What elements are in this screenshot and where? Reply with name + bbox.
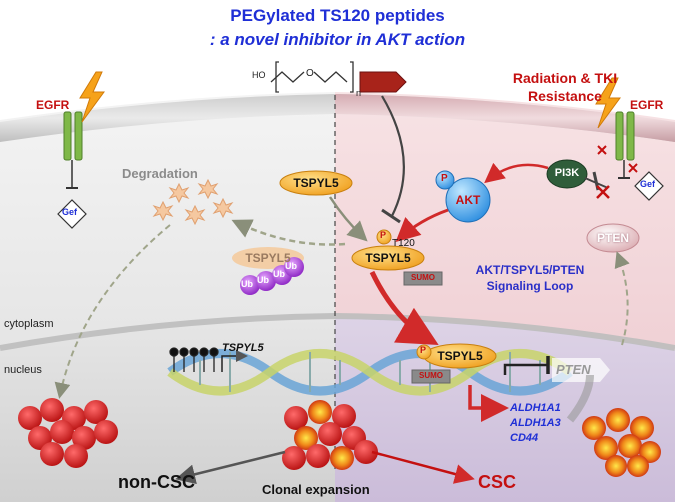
sumo-tag-mid bbox=[403, 271, 443, 286]
non-csc-cluster bbox=[18, 398, 118, 468]
degradation-fragments bbox=[152, 178, 234, 226]
ub-label-3: Ub bbox=[273, 269, 285, 279]
akt-phospho bbox=[435, 170, 455, 190]
tspyl5-mid-p-label: P bbox=[380, 230, 387, 240]
pi3k-to-akt-arrow bbox=[484, 162, 549, 184]
pten-node bbox=[586, 223, 640, 253]
peg-ho-label: HO bbox=[252, 70, 266, 80]
peg-o-label: O bbox=[306, 68, 314, 79]
cell-membrane-right bbox=[335, 94, 675, 142]
csc-cluster bbox=[582, 408, 661, 477]
ubiquitin-chain bbox=[240, 257, 304, 295]
resistance-line-1: Radiation & TKI bbox=[512, 70, 618, 86]
lightning-icon-right bbox=[595, 77, 621, 129]
gefitinib-drug-right bbox=[634, 171, 664, 201]
degradation-label: Degradation bbox=[122, 166, 198, 181]
gene-aldh1a1: ALDH1A1 bbox=[510, 402, 561, 414]
tspyl5-gene-label: TSPYL5 bbox=[222, 342, 264, 354]
tspyl5-label-faded: TSPYL5 bbox=[245, 251, 291, 265]
nucleus-label: nucleus bbox=[4, 364, 42, 376]
to-csc-arrow bbox=[371, 450, 475, 484]
tspyl5-nucleus-phospho bbox=[416, 344, 432, 360]
akt-p-label: P bbox=[441, 173, 448, 184]
ub-label-1: Ub bbox=[241, 279, 253, 289]
tspyl5-mid-phospho bbox=[376, 229, 392, 245]
left-degradation-to-cells-arrow bbox=[54, 224, 171, 399]
pten-repression-line bbox=[503, 363, 548, 375]
t120-label: T120 bbox=[392, 238, 415, 249]
gene-cd44: CD44 bbox=[510, 432, 539, 444]
egfr-receptor-right bbox=[615, 111, 635, 179]
tspyl5-label-mid: TSPYL5 bbox=[365, 251, 411, 265]
sumo-label-mid: SUMO bbox=[411, 273, 435, 282]
tspyl5-nucleus-p-label: P bbox=[420, 345, 427, 355]
egfr-label-right: EGFR bbox=[630, 98, 664, 112]
tspyl5-node-top bbox=[279, 170, 353, 196]
degradation-arrow bbox=[231, 219, 346, 246]
gene-aldh1a3: ALDH1A3 bbox=[510, 417, 561, 429]
gefitinib-drug-left bbox=[57, 199, 87, 229]
pten-gene-label: PTEN bbox=[556, 362, 591, 377]
loop-label-line-1: AKT/TSPYL5/PTEN bbox=[475, 263, 585, 277]
methylation-marks bbox=[169, 347, 219, 372]
peg-structure bbox=[270, 61, 354, 93]
csc-to-pten-arrow bbox=[566, 374, 594, 423]
pi3k-label: PI3K bbox=[554, 167, 580, 179]
peptide-arrow-shape bbox=[359, 71, 407, 93]
pten-label: PTEN bbox=[596, 231, 629, 245]
pten-feedback-arrow bbox=[614, 251, 630, 346]
ub-label-2: Ub bbox=[257, 275, 269, 285]
peptide-inhibition-line bbox=[381, 95, 405, 217]
egfr-receptor-left bbox=[63, 111, 83, 189]
tspyl5-gene-arrow bbox=[221, 350, 248, 372]
sumo-tag-nucleus bbox=[411, 369, 451, 384]
pten-x-mark bbox=[596, 185, 610, 199]
title-line-2: : a novel inhibitor in AKT action bbox=[209, 30, 466, 49]
tspyl5-label-top: TSPYL5 bbox=[293, 176, 339, 190]
peg-n-label: n bbox=[356, 88, 362, 98]
pi3k-node bbox=[546, 159, 588, 189]
tspyl5-label-nucleus: TSPYL5 bbox=[437, 349, 483, 363]
gef-label-right: Gef bbox=[640, 179, 656, 189]
akt-label: AKT bbox=[455, 193, 481, 207]
title-line-1: PEGylated TS120 peptides bbox=[230, 6, 445, 25]
egfr-label-left: EGFR bbox=[36, 98, 70, 112]
clonal-cluster bbox=[282, 400, 378, 470]
lightning-icon-left bbox=[79, 71, 105, 123]
csc-label: CSC bbox=[478, 472, 517, 492]
clonal-expansion-label: Clonal expansion bbox=[262, 482, 370, 497]
sumo-label-nucleus: SUMO bbox=[419, 371, 443, 380]
non-csc-label: non-CSC bbox=[118, 472, 195, 492]
egfr-x-mark bbox=[597, 145, 607, 155]
ub-label-4: Ub bbox=[285, 261, 297, 271]
gef-x-mark bbox=[628, 163, 638, 173]
to-non-csc-arrow bbox=[175, 450, 286, 485]
pten-gene-box bbox=[552, 358, 610, 382]
gef-label-left: Gef bbox=[62, 207, 78, 217]
tspyl5-translocation-arrow bbox=[369, 270, 439, 345]
gene-activation-arrow bbox=[468, 385, 509, 422]
cytoplasm-label: cytoplasm bbox=[4, 318, 54, 330]
akt-to-tspyl5-arrow bbox=[395, 208, 449, 243]
tspyl5-phosphorylation-arrow bbox=[328, 196, 368, 242]
resistance-line-2: Resistance bbox=[528, 88, 602, 104]
tspyl5-node-mid bbox=[351, 245, 425, 271]
akt-node bbox=[445, 177, 491, 223]
loop-label-line-2: Signaling Loop bbox=[486, 279, 574, 293]
